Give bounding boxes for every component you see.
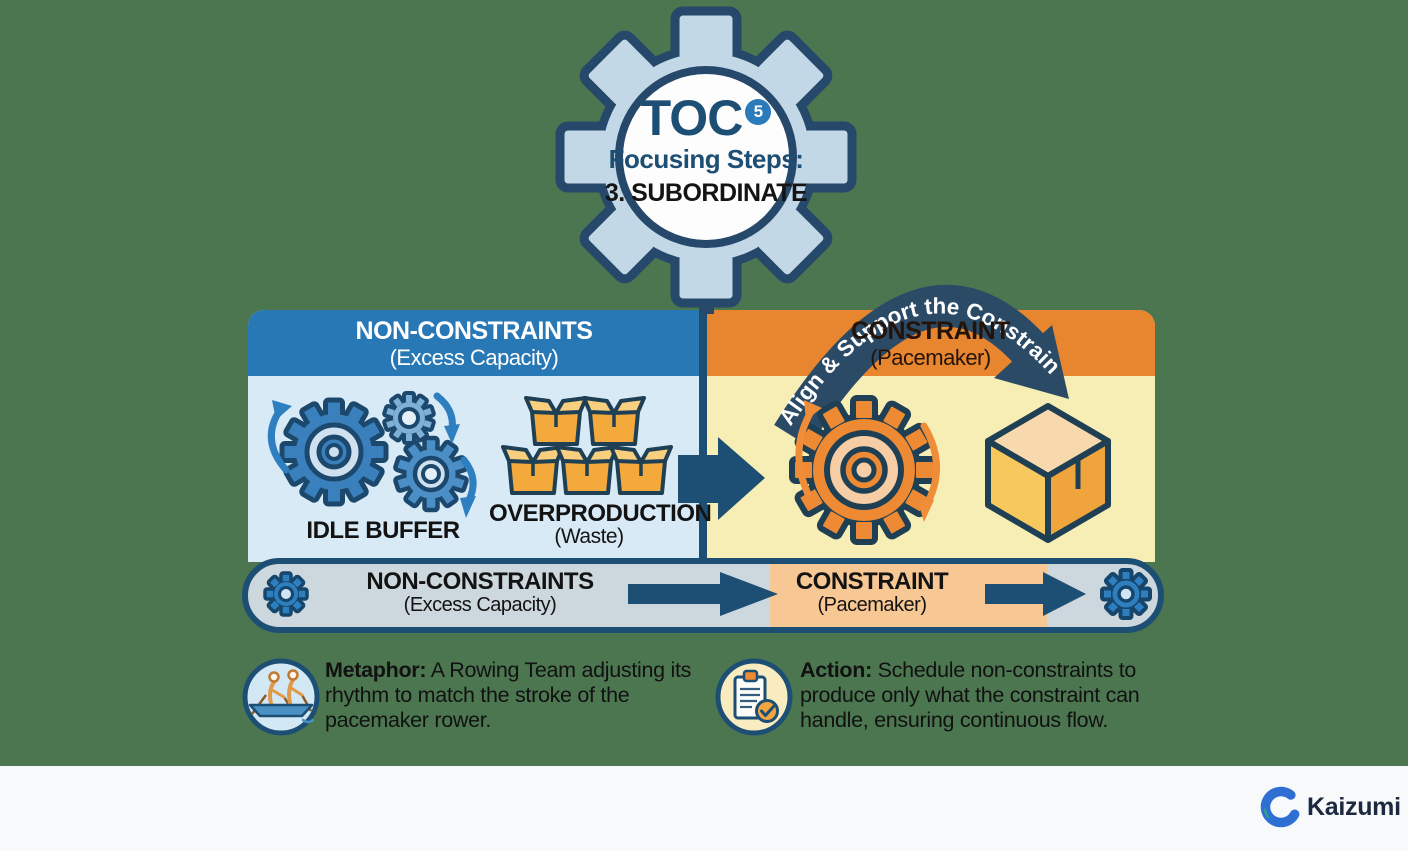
toc-step-label: 3. SUBORDINATE	[604, 179, 808, 207]
constraint-subtitle: (Pacemaker)	[870, 345, 991, 370]
flow-right-title: CONSTRAINT	[795, 568, 949, 595]
overproduction-sublabel: (Waste)	[554, 525, 624, 548]
metaphor-lead: Metaphor:	[325, 658, 427, 682]
overproduction-label: OVERPRODUCTION	[489, 500, 712, 527]
brand-name: Kaizumi	[1307, 793, 1401, 821]
flow-left-subtitle: (Excess Capacity)	[403, 594, 557, 616]
toc-title-text: TOC	[640, 90, 744, 146]
metaphor-body: A Rowing Team adjusting its rhythm to ma…	[325, 658, 692, 732]
action-note: Action: Schedule non-constraints to prod…	[800, 658, 1204, 733]
action-body: Schedule non-constraints to produce only…	[800, 658, 1140, 732]
toc-badge-5: 5	[745, 99, 772, 125]
non-constraints-subtitle: (Excess Capacity)	[389, 345, 559, 370]
footer-bar	[0, 766, 1408, 851]
flow-left-title: NON-CONSTRAINTS	[366, 568, 594, 595]
idle-buffer-label: IDLE BUFFER	[306, 517, 460, 544]
constraint-title: CONSTRAINT	[851, 317, 1010, 345]
toc-subtitle: Focusing Steps:	[608, 144, 804, 174]
gear-stem	[699, 248, 714, 314]
non-constraints-header	[248, 310, 700, 376]
non-constraints-title: NON-CONSTRAINTS	[355, 317, 593, 345]
metaphor-note: Metaphor: A Rowing Team adjusting its rh…	[325, 658, 727, 733]
action-lead: Action:	[800, 658, 872, 682]
panel-divider	[699, 310, 707, 562]
clipboard-check-icon	[715, 658, 793, 736]
flow-right-subtitle: (Pacemaker)	[817, 594, 927, 616]
rowing-team-icon	[242, 658, 320, 736]
